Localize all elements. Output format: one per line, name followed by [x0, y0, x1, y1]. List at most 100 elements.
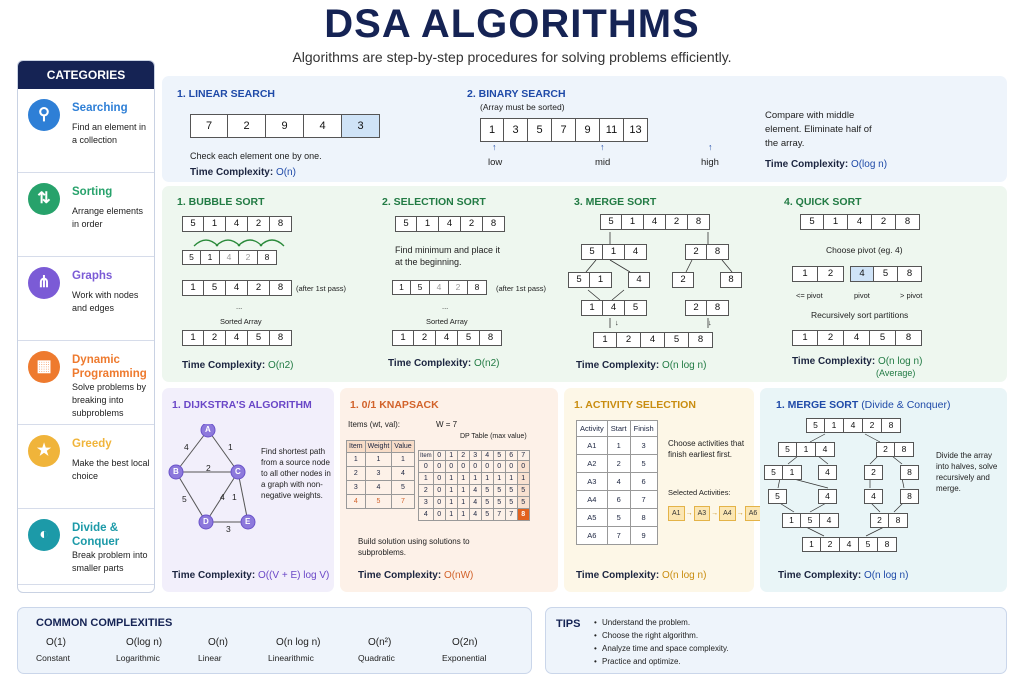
array-cell: 8: [900, 489, 919, 504]
star-icon: ★: [28, 435, 60, 467]
dp-cell: 1: [468, 472, 482, 485]
array-cell: 1: [797, 442, 816, 457]
dp-cell: 5: [480, 484, 494, 497]
array-cell: 4: [304, 114, 342, 138]
category-name: Divide & Conquer: [72, 522, 120, 548]
dp-cell: 0: [432, 508, 446, 521]
tips-panel: TIPS •Understand the problem.•Choose the…: [545, 607, 1007, 674]
array-cell: 8: [270, 330, 292, 346]
array-cell: 4: [641, 332, 665, 348]
graph-icon: ⋔: [28, 267, 60, 299]
dp-cell: 1: [444, 508, 458, 521]
array-cell: 8: [480, 330, 502, 346]
dp-cell: 1: [456, 496, 470, 509]
arrow-icon: →: [736, 510, 744, 517]
activity-cell: 6: [629, 472, 658, 491]
bubble-after-label: (after 1st pass): [296, 284, 347, 293]
quick-average: (Average): [876, 368, 916, 378]
binary-search-title: 2. BINARY SEARCH: [467, 88, 566, 100]
array-cell: 1: [792, 266, 818, 282]
array-cell: 9: [266, 114, 304, 138]
array-cell: 7: [552, 118, 576, 142]
merge-right-2b: 8: [720, 272, 742, 288]
array-cell: 1: [782, 513, 801, 528]
array-cell: 4: [226, 330, 248, 346]
activity-cell: 7: [606, 526, 631, 545]
array-cell: 1: [792, 330, 818, 346]
category-name: Graphs: [72, 270, 113, 282]
dp-corner: Item: [418, 450, 434, 461]
bubble-complexity: Time Complexity: O(n2): [182, 360, 294, 371]
lt-pivot-label: <= pivot: [796, 291, 823, 300]
dp-cell: 5: [492, 496, 506, 509]
knapsack-desc: Build solution using solutions to subpro…: [358, 537, 470, 557]
dp-table-label: DP Table (max value): [460, 433, 527, 440]
search-icon: ⚲: [28, 99, 60, 131]
category-desc: Break problem into smaller parts: [72, 550, 148, 573]
array-cell: 2: [685, 244, 707, 260]
category-desc: Find an element in a collection: [72, 122, 147, 145]
arrow-icon: →: [685, 510, 693, 517]
swap-arrows: [193, 239, 285, 247]
dp-cell: 0: [432, 484, 446, 497]
array-cell: 2: [863, 418, 882, 433]
dp-cell: 5: [492, 484, 506, 497]
pivot-label: pivot: [854, 291, 870, 300]
array-cell: 1: [182, 330, 204, 346]
selected-activity: A6: [744, 506, 762, 521]
array-cell: 1: [622, 214, 644, 230]
selected-activity: A1: [668, 506, 685, 521]
dp-cell: 0: [516, 460, 530, 473]
array-cell: 5: [395, 216, 417, 232]
complexity-notation: O(n log n): [276, 637, 321, 648]
dp-cell: 1: [444, 496, 458, 509]
dijkstra-desc: Find shortest path from a source node to…: [261, 447, 331, 500]
items-cell: 2: [346, 466, 366, 481]
array-cell: 2: [449, 280, 468, 295]
items-cell: 4: [364, 480, 393, 495]
activity-cell: 6: [606, 490, 631, 509]
activity-cell: A2: [576, 454, 608, 473]
array-cell: 4: [436, 330, 458, 346]
array-cell: 4: [628, 272, 650, 288]
items-cell: 1: [364, 452, 393, 467]
categories-header: CATEGORIES: [18, 61, 154, 89]
dp-cell: 5: [504, 484, 518, 497]
tips-title: TIPS: [556, 618, 581, 630]
selection-sorted-label: Sorted Array: [426, 317, 468, 326]
complexity-notation: O(2n): [452, 637, 478, 648]
dp-cell: 0: [480, 460, 494, 473]
dp-cell: 1: [456, 484, 470, 497]
dp-cell: 5: [516, 484, 530, 497]
items-cell: 1: [391, 452, 415, 467]
array-cell: 4: [844, 418, 863, 433]
array-cell: 13: [624, 118, 648, 142]
array-cell: 8: [895, 442, 914, 457]
items-cell: 3: [346, 480, 366, 495]
dc-left-3b: 4: [818, 489, 837, 504]
array-cell: 8: [270, 216, 292, 232]
array-cell: 2: [818, 266, 844, 282]
array-cell: 8: [258, 250, 277, 265]
array-cell: 8: [720, 272, 742, 288]
dc-right-2b: 8: [900, 465, 919, 480]
tip-item: Analyze time and space complexity.: [602, 644, 729, 653]
graph-node: E: [245, 517, 251, 526]
activity-header: Start: [606, 420, 631, 437]
dp-cell: 4: [468, 484, 482, 497]
array-cell: 5: [801, 513, 820, 528]
array-cell: 3: [504, 118, 528, 142]
edge-weight: 4: [184, 442, 189, 452]
array-cell: 5: [806, 418, 825, 433]
